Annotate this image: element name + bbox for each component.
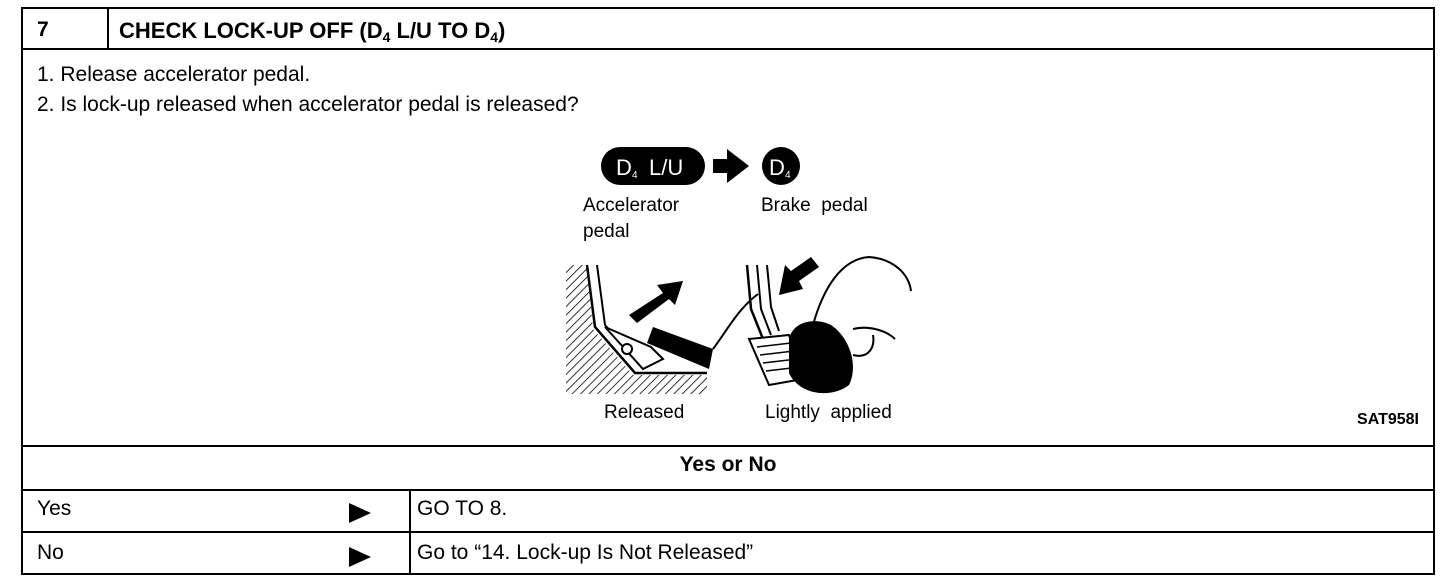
instruction-2: 2. Is lock-up released when accelerator … (37, 93, 579, 116)
accelerator-pedal-released-drawing (566, 264, 759, 394)
action-no: Go to “14. Lock-up Is Not Released” (417, 541, 754, 564)
brake-pedal-label: Brake pedal (761, 195, 868, 216)
svg-text:4: 4 (632, 170, 638, 181)
yes-or-no-heading: Yes or No (679, 453, 777, 476)
step-number: 7 (37, 18, 49, 41)
transition-arrow-icon (713, 149, 749, 183)
lightly-applied-label: Lightly applied (765, 402, 892, 423)
answer-yes: Yes (37, 497, 72, 520)
svg-text:D: D (616, 155, 632, 180)
svg-text:D: D (769, 155, 785, 180)
right-triangle-arrow-icon (349, 503, 371, 523)
heading-rule (23, 489, 1433, 491)
header-divider (107, 9, 109, 48)
action-yes: GO TO 8. (417, 497, 508, 520)
lockup-pedal-illustration: D 4 L/U D 4 (566, 147, 912, 394)
accelerator-label-line2: pedal (583, 221, 630, 242)
svg-text:4: 4 (785, 170, 791, 181)
d4-badge: D 4 (762, 147, 800, 185)
step-title: CHECK LOCK-UP OFF (D4 L/U TO D4) (119, 18, 506, 45)
header-rule (23, 48, 1433, 50)
question-rule (23, 445, 1433, 447)
figure-code: SAT958I (1357, 411, 1419, 428)
instruction-1: 1. Release accelerator pedal. (37, 63, 311, 86)
released-label: Released (604, 402, 685, 423)
d4-lu-badge: D 4 L/U (601, 147, 705, 185)
diagnostic-step-table: 7 CHECK LOCK-UP OFF (D4 L/U TO D4) 1. Re… (21, 7, 1435, 575)
row-rule (23, 531, 1433, 533)
right-triangle-arrow-icon (349, 547, 371, 567)
answer-no: No (37, 541, 64, 564)
accelerator-label-line1: Accelerator (583, 195, 680, 216)
svg-text:L/U: L/U (649, 155, 683, 180)
brake-pedal-applied-drawing (745, 255, 912, 394)
